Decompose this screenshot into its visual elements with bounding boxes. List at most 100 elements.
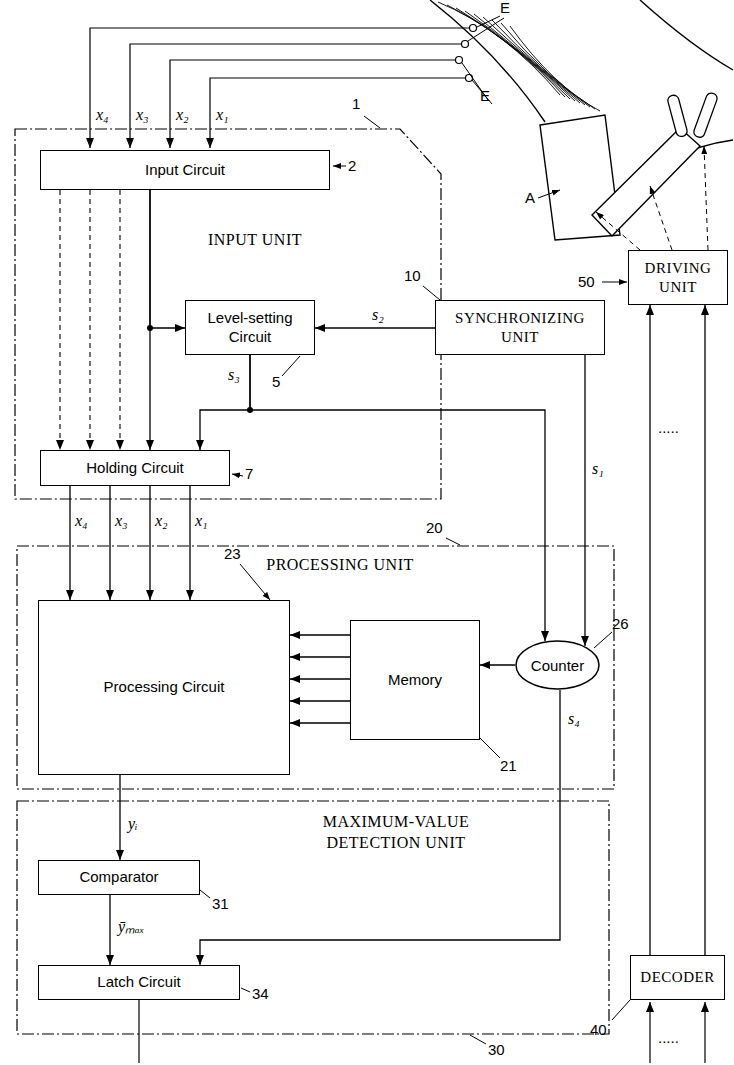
electrode	[456, 25, 477, 82]
connector	[480, 665, 515, 666]
counter-ellipse: Counter	[515, 640, 600, 690]
box-label: SYNCHRONIZING UNIT	[442, 309, 598, 347]
connector-line	[119, 775, 120, 860]
unit-box: SYNCHRONIZING UNIT	[435, 300, 605, 355]
callout-number: .....	[658, 420, 679, 437]
callout-number: .....	[658, 1030, 679, 1047]
connector	[110, 486, 111, 600]
signal-name: x₄	[96, 106, 109, 124]
prosthesis-forearm	[592, 128, 700, 236]
connector	[150, 190, 185, 328]
outline-stroke	[17, 546, 614, 789]
connector-line	[119, 190, 120, 450]
connector-line	[584, 355, 585, 646]
callout-number: 10	[404, 268, 421, 285]
connector	[650, 305, 651, 955]
muscle-fibers	[438, 2, 600, 111]
connector-line	[480, 664, 515, 665]
circuit-box: Holding Circuit	[40, 450, 230, 486]
callout-number: 21	[500, 758, 517, 775]
callout-number: 5	[272, 374, 280, 391]
region-title: INPUT UNIT	[190, 230, 320, 251]
muscle-fiber	[447, 5, 565, 97]
outline-stroke	[15, 129, 441, 499]
connector-line	[109, 895, 110, 965]
signal-name: x₁	[195, 512, 208, 530]
callout-number: 1	[352, 96, 360, 113]
muscle-fiber	[501, 23, 595, 109]
signal-name: x₄	[75, 512, 88, 530]
connector-line	[290, 656, 350, 657]
connector-line	[89, 190, 90, 450]
connector-line	[290, 722, 350, 723]
signal-name: x₃	[115, 512, 128, 530]
callout-number: 40	[590, 1022, 607, 1039]
connector-line	[704, 305, 705, 955]
connector-line	[290, 678, 350, 679]
signal-name: s₁	[592, 460, 604, 478]
signal-name: x₃	[136, 106, 149, 124]
callout-number: A	[525, 190, 535, 207]
connector	[120, 775, 121, 860]
box-label: Holding Circuit	[86, 459, 184, 478]
connector	[70, 486, 71, 600]
box-label: Processing Circuit	[104, 678, 225, 697]
callout-number: E	[480, 88, 490, 105]
connector-line	[315, 327, 435, 328]
connector-line	[189, 486, 190, 600]
connector	[290, 723, 350, 724]
connector-line	[109, 486, 110, 600]
callout-number: 20	[426, 520, 443, 537]
outline-stroke	[17, 801, 609, 1034]
box-label: DRIVING UNIT	[635, 259, 721, 297]
memory-box: Memory	[350, 620, 480, 740]
callout-number: 2	[348, 158, 356, 175]
connector	[290, 635, 350, 636]
unit-box: DRIVING UNIT	[628, 250, 728, 305]
callout-number: 31	[212, 896, 229, 913]
box-label: Input Circuit	[145, 161, 225, 180]
callout-number: 7	[245, 466, 253, 483]
signal-lines	[139, 1000, 705, 1063]
shoulder-outline	[430, 0, 545, 122]
connector-line	[149, 486, 150, 600]
detection-unit-region: MAXIMUM-VALUE DETECTION UNITComparatorLa…	[16, 800, 610, 1035]
gripper-finger	[667, 94, 688, 137]
outline-stroke	[516, 641, 599, 689]
box-label: Level-setting Circuit	[192, 309, 308, 347]
connector	[290, 657, 350, 658]
connector	[290, 701, 350, 702]
circuit-box: Level-setting Circuit	[185, 300, 315, 355]
callout-number: 30	[488, 1042, 505, 1059]
connector	[200, 355, 250, 450]
connector-line	[150, 190, 185, 328]
box-label: Counter	[531, 657, 584, 674]
signal-name: x₂	[155, 512, 168, 530]
connector	[585, 355, 586, 646]
connector-line	[649, 305, 650, 955]
connector	[290, 679, 350, 680]
signal-name: x₁	[216, 106, 229, 124]
connector	[150, 486, 151, 600]
muscle-fiber	[456, 8, 570, 99]
connector	[190, 486, 191, 600]
gripper-finger	[692, 92, 718, 139]
connector	[250, 355, 545, 641]
signal-name: x₂	[176, 106, 189, 124]
box-label: DECODER	[640, 968, 714, 987]
signal-name: ȳₘₐₓ	[118, 918, 144, 936]
callout-number: 23	[224, 546, 241, 563]
electrode-wires	[90, 28, 470, 148]
drive-arrows	[596, 146, 708, 250]
connector-line	[200, 355, 250, 450]
processing-unit-region: PROCESSING UNITProcessing CircuitMemoryC…	[16, 545, 615, 790]
region-title: MAXIMUM-VALUE DETECTION UNIT	[306, 812, 486, 854]
callout-number: 34	[252, 986, 269, 1003]
circuit-box: Input Circuit	[40, 150, 330, 190]
signal-name: s₃	[228, 366, 240, 384]
signal-name: s₂	[372, 306, 384, 324]
signal-name: s₄	[568, 710, 580, 728]
box-label: Memory	[388, 671, 442, 690]
callout-number: 50	[578, 274, 595, 291]
connector	[705, 305, 706, 955]
